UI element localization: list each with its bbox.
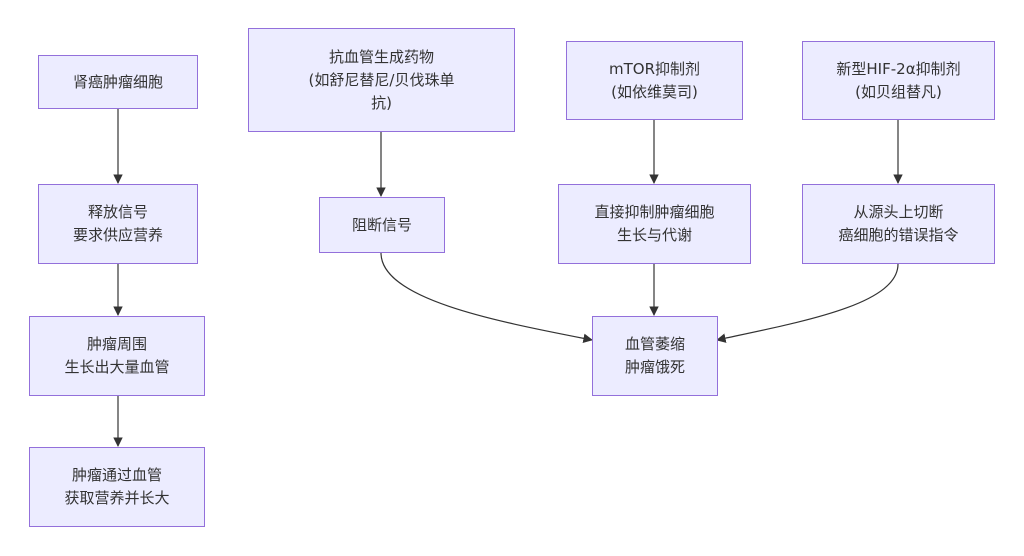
- node-text-line: 直接抑制肿瘤细胞: [594, 203, 715, 221]
- node-vessel-atrophy: 血管萎缩 肿瘤饿死: [592, 316, 718, 396]
- node-text-line: 肿瘤饿死: [624, 358, 685, 376]
- node-text-line: 血管萎缩: [624, 335, 685, 353]
- node-release-signal: 释放信号 要求供应营养: [38, 184, 198, 264]
- node-inhibit-growth: 直接抑制肿瘤细胞 生长与代谢: [558, 184, 751, 264]
- node-text-line: 新型HIF-2α抑制剂: [836, 59, 961, 78]
- node-text-line: (如舒尼替尼/贝伐珠单: [308, 70, 455, 89]
- node-text-line: 抗): [371, 93, 392, 112]
- edge-cut-source-to-vessel-atrophy: [716, 263, 899, 343]
- node-anti-angiogenesis-drug: 抗血管生成药物 (如舒尼替尼/贝伐珠单 抗): [248, 28, 515, 132]
- node-text-line: 获取营养并长大: [64, 489, 170, 507]
- node-text-line: 释放信号: [87, 203, 148, 221]
- node-hif2a-inhibitor: 新型HIF-2α抑制剂 (如贝组替凡): [802, 41, 995, 120]
- node-text-line: (如依维莫司): [611, 82, 698, 101]
- node-text-line: 抗血管生成药物: [328, 47, 434, 66]
- node-text-line: 从源头上切断: [853, 203, 944, 221]
- node-text-line: 阻断信号: [351, 215, 412, 234]
- node-text-line: 肿瘤通过血管: [71, 466, 162, 484]
- node-text-line: (如贝组替凡): [855, 82, 942, 101]
- node-block-signal: 阻断信号: [319, 197, 445, 253]
- node-tumor-nutrition: 肿瘤通过血管 获取营养并长大: [29, 447, 205, 527]
- node-text-line: 肿瘤周围: [86, 335, 147, 353]
- node-mtor-inhibitor: mTOR抑制剂 (如依维莫司): [566, 41, 743, 120]
- node-text-line: 生长与代谢: [616, 226, 692, 244]
- node-text-line: 要求供应营养: [72, 226, 163, 244]
- edge-block-signal-to-vessel-atrophy: [380, 252, 593, 344]
- node-text-line: 生长出大量血管: [64, 358, 170, 376]
- node-text-line: mTOR抑制剂: [608, 59, 700, 78]
- node-text-line: 肾癌肿瘤细胞: [72, 72, 163, 91]
- node-cut-source: 从源头上切断 癌细胞的错误指令: [802, 184, 995, 264]
- node-vessel-growth: 肿瘤周围 生长出大量血管: [29, 316, 205, 396]
- node-tumor-cell: 肾癌肿瘤细胞: [38, 55, 198, 109]
- node-text-line: 癌细胞的错误指令: [838, 226, 959, 244]
